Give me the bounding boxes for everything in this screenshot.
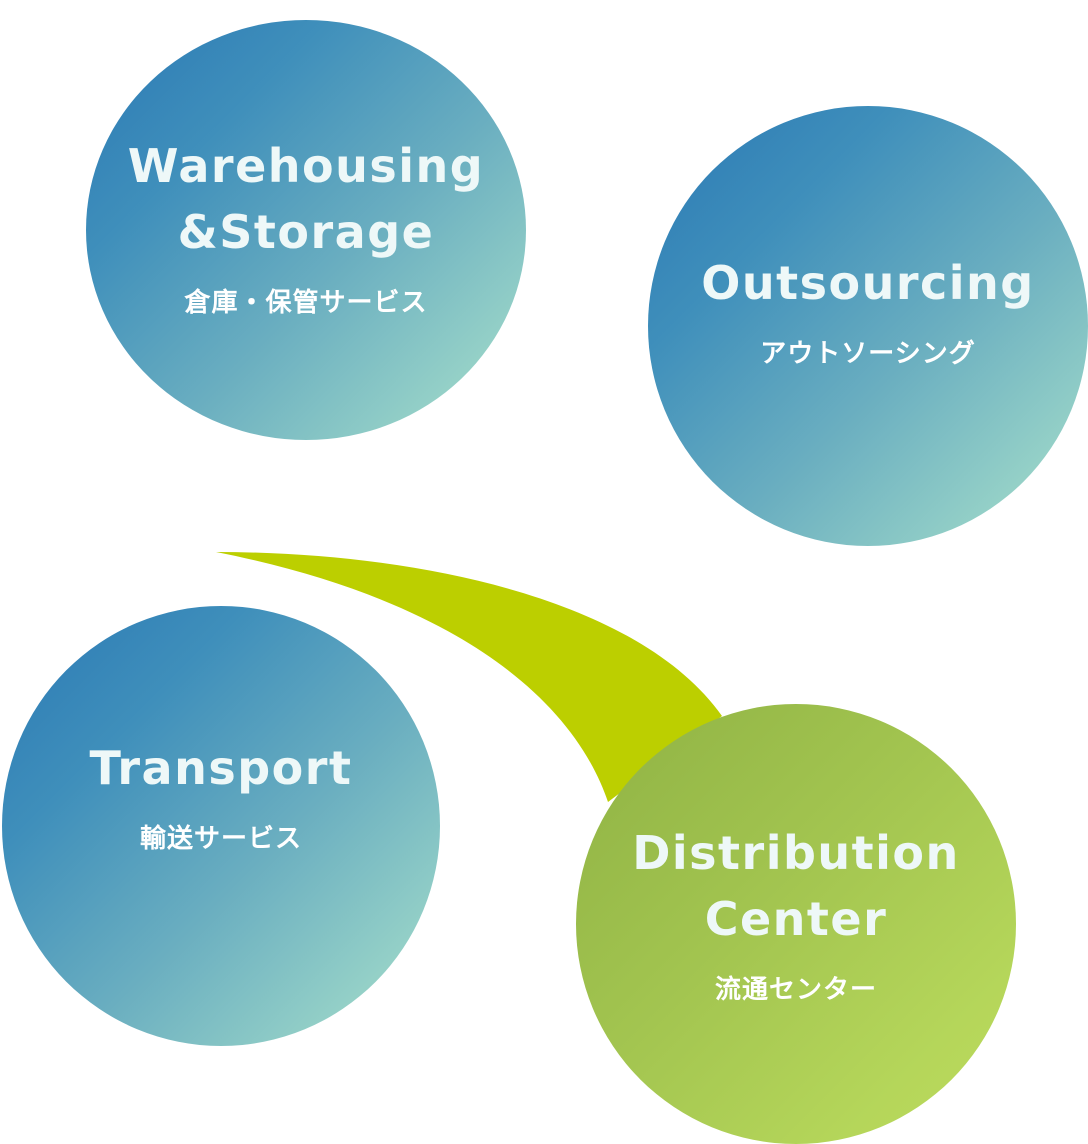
warehousing-storage-content: Warehousing &Storage 倉庫・保管サービス: [128, 133, 484, 321]
outsourcing-subtitle: アウトソーシング: [760, 339, 976, 369]
distribution-center-content: Distribution Center 流通センター: [632, 820, 960, 1008]
outsourcing-content: Outsourcing アウトソーシング: [701, 250, 1034, 372]
outsourcing-title: Outsourcing: [701, 256, 1035, 310]
outsourcing-circle[interactable]: Outsourcing アウトソーシング: [648, 106, 1088, 546]
connector-swoosh-shape: [216, 552, 722, 802]
warehousing-storage-subtitle: 倉庫・保管サービス: [184, 288, 428, 318]
distribution-center-subtitle: 流通センター: [714, 975, 877, 1005]
transport-subtitle: 輸送サービス: [139, 824, 302, 854]
distribution-center-title: Distribution Center: [632, 826, 960, 946]
transport-title: Transport: [89, 741, 353, 795]
transport-content: Transport 輸送サービス: [90, 735, 353, 857]
warehousing-storage-title: Warehousing &Storage: [127, 139, 485, 259]
warehousing-storage-circle[interactable]: Warehousing &Storage 倉庫・保管サービス: [86, 20, 526, 440]
distribution-center-circle[interactable]: Distribution Center 流通センター: [576, 704, 1016, 1144]
transport-circle[interactable]: Transport 輸送サービス: [2, 606, 440, 1046]
